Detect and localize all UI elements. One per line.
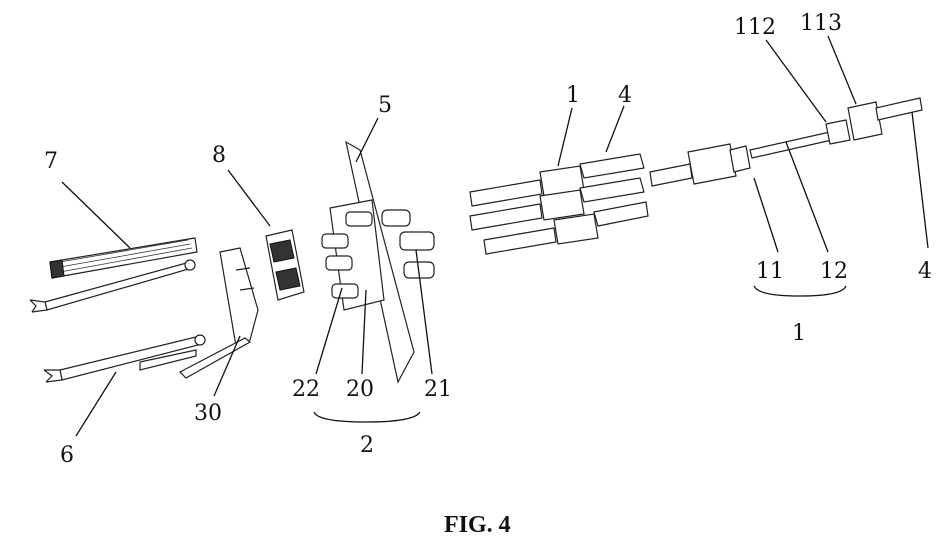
label-112: 112 bbox=[734, 15, 776, 40]
part-8-block bbox=[266, 230, 304, 300]
label-1-lower: 1 bbox=[792, 321, 806, 346]
label-4-upper: 4 bbox=[618, 83, 632, 108]
label-5: 5 bbox=[378, 93, 392, 118]
label-20: 20 bbox=[346, 377, 374, 402]
part-1-connector-group bbox=[470, 154, 648, 254]
label-1-upper: 1 bbox=[566, 83, 580, 108]
label-30: 30 bbox=[194, 401, 222, 426]
part-112-113-nut-and-seal bbox=[826, 102, 882, 144]
part-6-cable bbox=[44, 335, 205, 382]
label-2: 2 bbox=[360, 433, 374, 458]
leader-lines bbox=[62, 36, 928, 436]
label-113: 113 bbox=[800, 11, 842, 36]
label-6: 6 bbox=[60, 443, 74, 468]
label-11: 11 bbox=[756, 259, 784, 284]
label-7: 7 bbox=[44, 149, 58, 174]
label-12: 12 bbox=[820, 259, 848, 284]
label-21: 21 bbox=[424, 377, 452, 402]
part-11-housing bbox=[650, 144, 750, 186]
label-4-right: 4 bbox=[918, 259, 932, 284]
label-8: 8 bbox=[212, 143, 226, 168]
label-22: 22 bbox=[292, 377, 320, 402]
part-4-cable-right bbox=[876, 98, 922, 120]
figure-caption: FIG. 4 bbox=[444, 512, 511, 538]
